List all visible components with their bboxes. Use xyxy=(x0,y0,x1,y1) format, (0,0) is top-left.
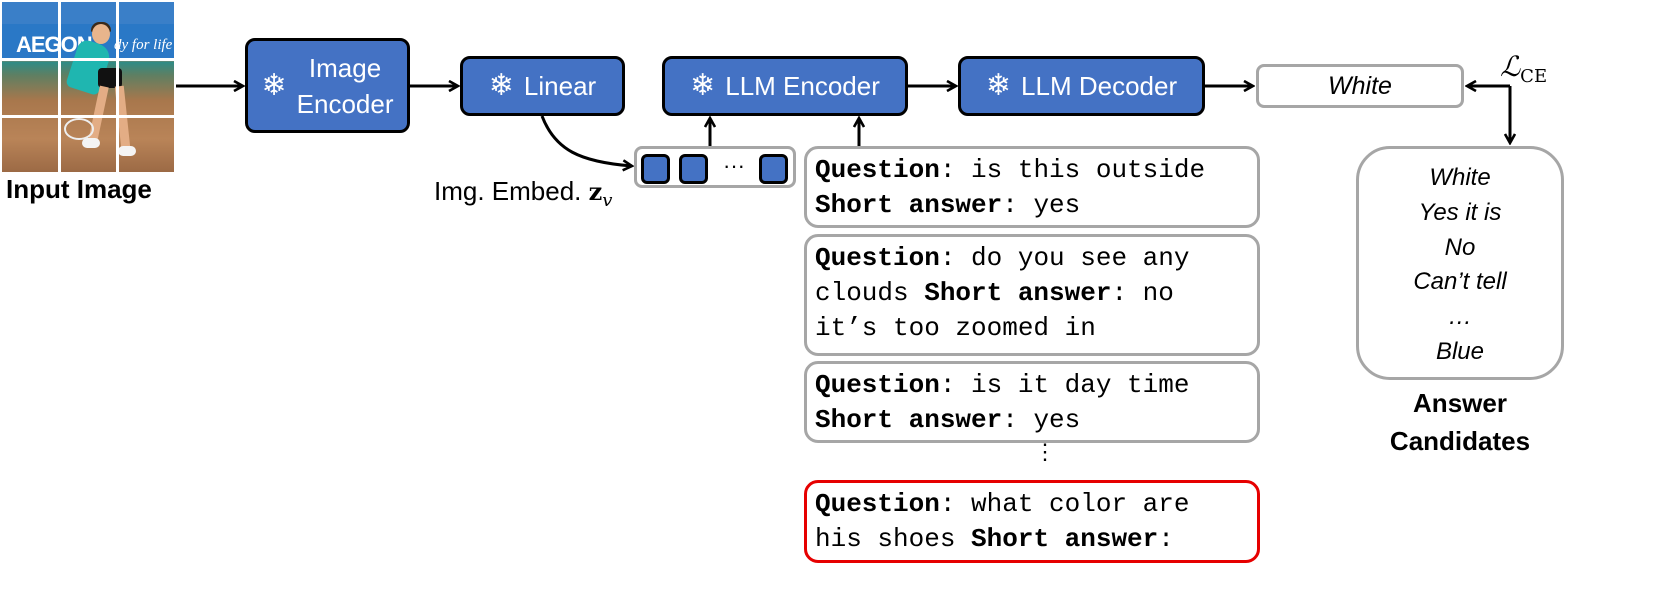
embedding-token xyxy=(679,154,708,184)
cross-entropy-loss-label: ℒCE xyxy=(1500,50,1548,87)
answer-candidates-caption: Answer Candidates xyxy=(1389,388,1531,456)
patch-grid-line xyxy=(2,115,174,118)
embedding-ellipsis: ··· xyxy=(723,153,745,178)
image-encoder-block: ❄ Image Encoder xyxy=(245,38,410,133)
candidate-item: Yes it is xyxy=(1418,198,1502,226)
image-embedding-tokens: ··· xyxy=(634,146,796,188)
linear-block: ❄ Linear xyxy=(460,56,625,116)
embedding-token xyxy=(641,154,670,184)
candidate-item: No xyxy=(1444,233,1476,261)
llm-encoder-label: LLM Encoder xyxy=(725,70,880,101)
snowflake-icon: ❄ xyxy=(488,69,514,102)
vertical-ellipsis: ⋮ xyxy=(1034,439,1056,464)
candidate-item: … xyxy=(1448,303,1472,331)
candidate-item: White xyxy=(1429,164,1491,191)
snowflake-icon: ❄ xyxy=(261,68,287,102)
snowflake-icon: ❄ xyxy=(690,69,716,102)
image-encoder-label-line2: Encoder xyxy=(296,88,394,119)
llm-encoder-block: ❄ LLM Encoder xyxy=(662,56,908,116)
answer-candidates-box: White Yes it is No Can’t tell … Blue xyxy=(1356,146,1564,380)
image-embedding-label: Img. Embed. zv xyxy=(434,176,613,211)
patch-grid-line xyxy=(58,2,61,172)
patch-grid-line xyxy=(2,58,174,61)
in-context-example: Question: is it day time Short answer: y… xyxy=(804,361,1260,443)
arrow-linear-to-embed xyxy=(540,115,632,166)
in-context-example: Question: is this outside Short answer: … xyxy=(804,146,1260,228)
embedding-token xyxy=(759,154,788,184)
banner-text-right: dy for life xyxy=(114,37,173,53)
llm-decoder-block: ❄ LLM Decoder xyxy=(958,56,1205,116)
llm-decoder-label: LLM Decoder xyxy=(1021,70,1178,101)
candidate-item: Can’t tell xyxy=(1413,268,1507,296)
in-context-example: Question: do you see any clouds Short an… xyxy=(804,234,1260,356)
input-image: AEGON dy for life xyxy=(2,2,174,172)
input-image-caption: Input Image xyxy=(6,174,152,204)
target-question: Question: what color are his shoes Short… xyxy=(804,480,1260,563)
patch-grid-line xyxy=(116,2,119,172)
snowflake-icon: ❄ xyxy=(985,69,1012,102)
image-encoder-label-line1: Image xyxy=(308,52,382,83)
generated-answer: White xyxy=(1256,64,1464,108)
candidate-item: Blue xyxy=(1435,337,1485,365)
linear-label: Linear xyxy=(523,70,597,101)
